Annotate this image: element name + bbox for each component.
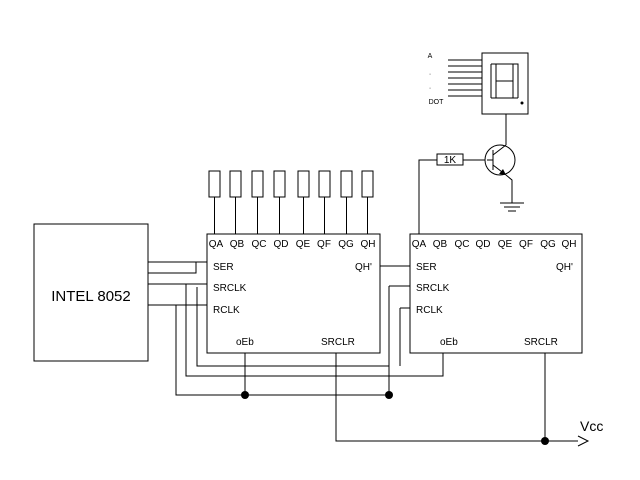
r2-pin-qf: QF	[519, 239, 533, 250]
r1-pin-oe: oEb	[236, 337, 254, 348]
srclk-bus-bottom	[185, 284, 444, 377]
junction-dot-2	[385, 391, 393, 399]
seven-segment-display	[481, 52, 529, 115]
register1-output-labels: QA QB QC QD QE QF QG QH	[209, 239, 376, 250]
r1-pin-qd: QD	[274, 239, 289, 250]
ground-icon	[500, 202, 524, 212]
vcc-label: Vcc	[580, 418, 603, 434]
vcc-arrow-icon	[577, 435, 590, 447]
segment-dot-label: DOT	[429, 99, 445, 106]
r1-pin-qh: QH	[361, 239, 376, 250]
r2-pin-srclk: SRCLK	[416, 283, 450, 294]
r1-pin-rclk: RCLK	[213, 305, 240, 316]
r1-pin-qe: QE	[296, 239, 311, 250]
r2-pin-oe: oEb	[440, 337, 458, 348]
base-resistor-label: 1K	[444, 155, 457, 166]
r2-pin-qe: QE	[498, 239, 513, 250]
r2-pin-srclr: SRCLR	[524, 337, 558, 348]
r2-pin-qd: QD	[476, 239, 491, 250]
r2-pin-qa: QA	[412, 239, 427, 250]
output-resistor-3	[251, 170, 264, 198]
r1-pin-qh-prime: QH'	[355, 262, 372, 273]
output-resistor-7	[340, 170, 353, 198]
output-resistor-5	[297, 170, 310, 198]
segment-dot-marker-2: ·	[429, 85, 431, 92]
r2-pin-qb: QB	[433, 239, 448, 250]
r1-pin-qa: QA	[209, 239, 224, 250]
transistor-icon	[484, 144, 516, 176]
shift-register-2	[409, 233, 583, 354]
rclk-bus	[175, 305, 389, 396]
r2-pin-qc: QC	[455, 239, 470, 250]
seven-segment-icon	[490, 63, 524, 105]
output-resistor-1	[208, 170, 221, 198]
r2-pin-qh: QH	[562, 239, 577, 250]
r2-pin-qg: QG	[540, 239, 556, 250]
r1-pin-qc: QC	[252, 239, 267, 250]
r2-pin-ser: SER	[416, 262, 437, 273]
r1-pin-qb: QB	[230, 239, 245, 250]
segment-dot-marker-1: ·	[429, 71, 431, 78]
display-segment-lines	[448, 59, 482, 97]
output-resistor-array	[208, 170, 374, 234]
r1-pin-srclk: SRCLK	[213, 283, 247, 294]
r1-pin-ser: SER	[213, 262, 234, 273]
r2-pin-qh-prime: QH'	[556, 262, 573, 273]
r1-pin-qf: QF	[317, 239, 331, 250]
junction-dot-3	[541, 437, 549, 445]
mcu-box	[33, 223, 149, 362]
output-resistor-6	[318, 170, 331, 198]
r1-pin-qg: QG	[338, 239, 354, 250]
output-resistor-8	[361, 170, 374, 198]
emitter-wire	[505, 174, 513, 203]
srclk-bus-upper	[196, 287, 389, 367]
register2-output-labels: QA QB QC QD QE QF QG QH	[412, 239, 577, 250]
r1-srclr-wire	[335, 353, 578, 442]
ser-wire-join	[148, 262, 197, 274]
base-drive-wire	[418, 159, 437, 234]
r2-pin-rclk: RCLK	[416, 305, 443, 316]
junction-dot-1	[241, 391, 249, 399]
output-resistor-2	[229, 170, 242, 198]
segment-a-label: A	[428, 53, 433, 60]
r1-pin-srclr: SRCLR	[321, 337, 355, 348]
output-resistor-4	[273, 170, 286, 198]
mcu-label: INTEL 8052	[51, 288, 131, 305]
shift-register-1	[206, 233, 381, 354]
